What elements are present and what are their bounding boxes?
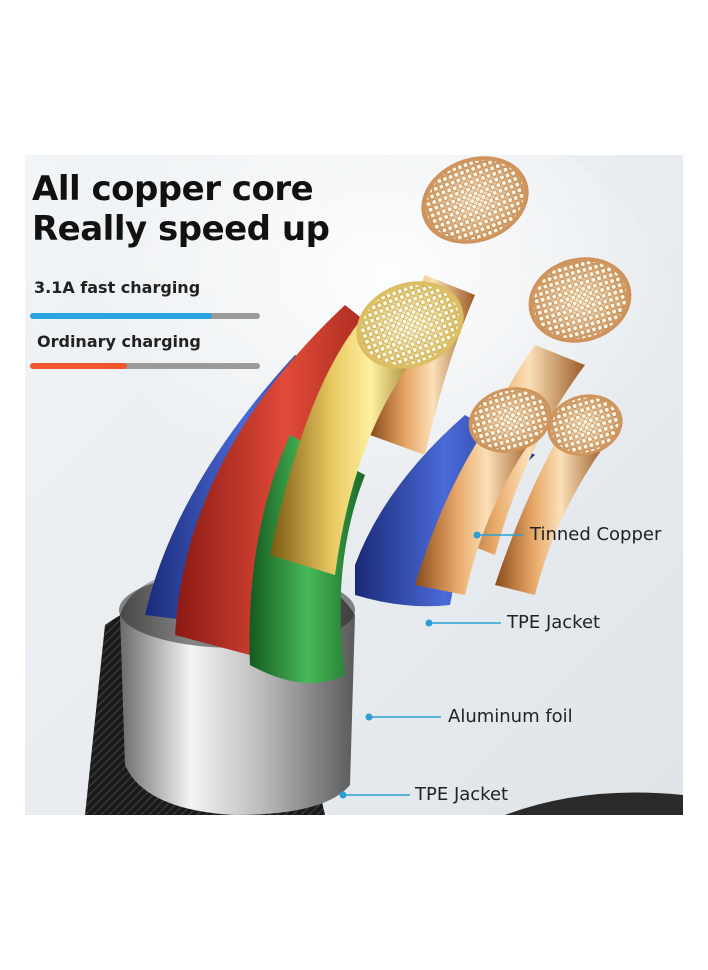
gold-bundle [270,315,425,575]
callout-aluminum-foil: Aluminum foil [448,706,573,727]
fast-charging-bar-fill [30,313,212,319]
product-image: All copper core Really speed up 3.1A fas… [25,155,683,815]
callout-lines [339,531,523,799]
background-cable [505,792,683,815]
copper-bundle-mid [415,415,535,595]
ordinary-charging-label: Ordinary charging [37,332,201,351]
ordinary-charging-bar [30,363,260,369]
headline-line-2: Really speed up [32,209,330,249]
headline-line-1: All copper core [32,169,314,209]
callout-tpe-jacket-inner: TPE Jacket [507,612,601,633]
callout-tpe-jacket-outer: TPE Jacket [415,784,509,805]
cable-illustration [25,155,683,815]
fast-charging-bar [30,313,260,319]
headline: All copper core Really speed up [32,169,330,249]
fast-charging-label: 3.1A fast charging [34,278,201,297]
copper-bundle-low [495,425,605,595]
callout-tinned-copper: Tinned Copper [530,524,662,545]
ordinary-charging-bar-fill [30,363,127,369]
